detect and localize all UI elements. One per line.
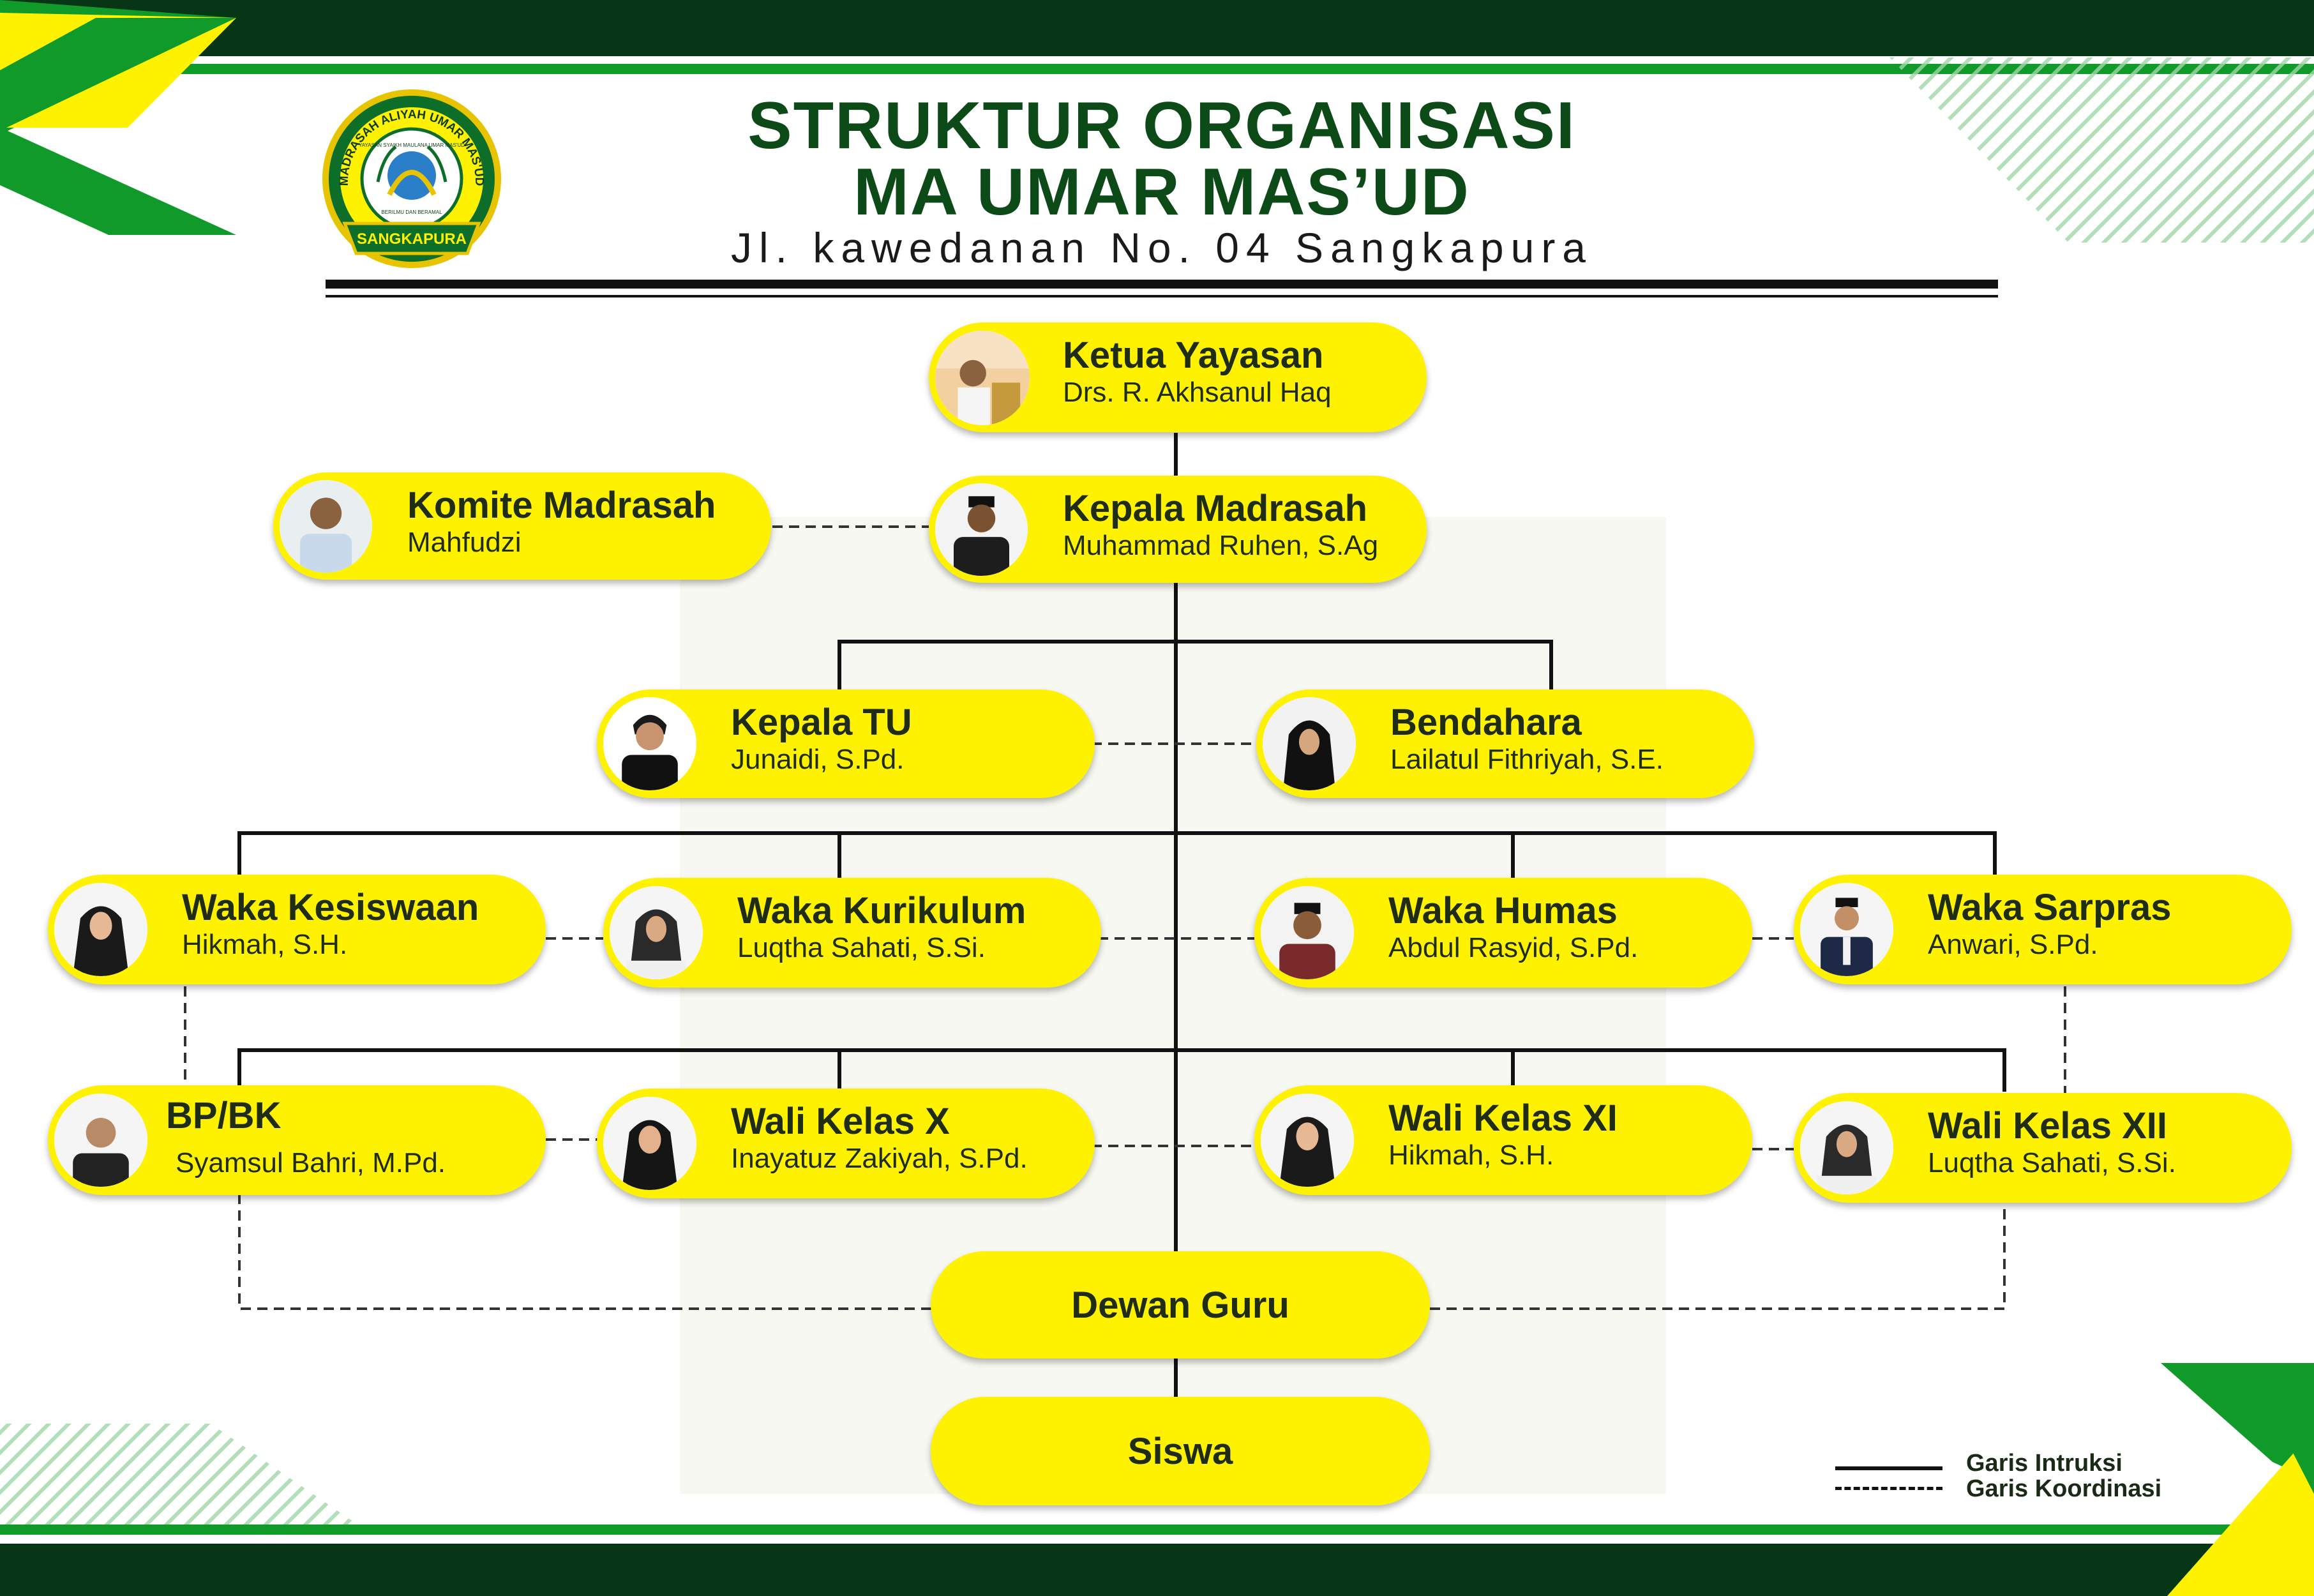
- legend-solid-label: Garis Intruksi: [1966, 1450, 2122, 1477]
- node-komite-madrasah: Komite Madrasah Mahfudzi: [273, 472, 771, 580]
- legend-solid-line: [1835, 1466, 1942, 1470]
- ketua-yayasan-role: Ketua Yayasan: [1063, 335, 1324, 376]
- waka-kurikulum-photo: [610, 886, 703, 979]
- bpbk-name: Syamsul Bahri, M.Pd.: [176, 1147, 446, 1178]
- wali-x-name: Inayatuz Zakiyah, S.Pd.: [731, 1143, 1028, 1174]
- logo-motto: BERILMU DAN BERAMAL: [381, 209, 442, 215]
- logo-inner-text: YAYASAN SYAIKH MAULANA UMAR MAS'UD: [359, 142, 465, 148]
- legend: Garis Intruksi Garis Koordinasi: [1832, 1446, 2190, 1510]
- komite-photo: [280, 480, 372, 573]
- node-waka-kurikulum: Waka Kurikulum Luqtha Sahati, S.Si.: [603, 878, 1101, 988]
- waka-sarpras-photo: [1800, 883, 1893, 976]
- waka-kesiswaan-role: Waka Kesiswaan: [182, 887, 479, 928]
- waka-humas-role: Waka Humas: [1388, 890, 1618, 931]
- node-wali-kelas-x: Wali Kelas X Inayatuz Zakiyah, S.Pd.: [597, 1088, 1095, 1198]
- kepala-madrasah-photo: [935, 483, 1028, 576]
- kepala-madrasah-name: Muhammad Ruhen, S.Ag: [1063, 530, 1379, 561]
- node-bendahara: Bendahara Lailatul Fithriyah, S.E.: [1256, 689, 1754, 798]
- waka-kurikulum-name: Luqtha Sahati, S.Si.: [737, 932, 986, 963]
- title-line-1: STRUKTUR ORGANISASI: [748, 89, 1576, 163]
- wali-xi-name: Hikmah, S.H.: [1388, 1140, 1554, 1171]
- ketua-yayasan-photo: [935, 331, 1030, 425]
- waka-kesiswaan-name: Hikmah, S.H.: [182, 929, 348, 960]
- waka-kurikulum-role: Waka Kurikulum: [737, 890, 1026, 931]
- wali-x-role: Wali Kelas X: [731, 1101, 950, 1142]
- address-subtitle: Jl. kawedanan No. 04 Sangkapura: [730, 224, 1593, 271]
- bpbk-role: BP/BK: [166, 1095, 282, 1136]
- ketua-yayasan-name: Drs. R. Akhsanul Haq: [1063, 377, 1332, 408]
- node-waka-sarpras: Waka Sarpras Anwari, S.Pd.: [1794, 875, 2292, 984]
- waka-sarpras-role: Waka Sarpras: [1928, 887, 2172, 928]
- kepala-tu-role: Kepala TU: [731, 702, 912, 743]
- kepala-tu-photo: [603, 697, 696, 790]
- node-kepala-tu: Kepala TU Junaidi, S.Pd.: [597, 689, 1095, 798]
- title-line-2: MA UMAR MAS’UD: [853, 155, 1470, 229]
- kepala-tu-name: Junaidi, S.Pd.: [731, 744, 905, 775]
- legend-dashed-label: Garis Koordinasi: [1966, 1475, 2162, 1502]
- wali-x-photo: [603, 1097, 696, 1190]
- wali-xii-name: Luqtha Sahati, S.Si.: [1928, 1147, 2176, 1178]
- node-ketua-yayasan: Ketua Yayasan Drs. R. Akhsanul Haq: [929, 322, 1427, 432]
- node-bpbk: BP/BK Syamsul Bahri, M.Pd.: [48, 1085, 546, 1195]
- waka-humas-name: Abdul Rasyid, S.Pd.: [1388, 932, 1639, 963]
- waka-humas-photo: [1261, 886, 1354, 979]
- waka-kesiswaan-photo: [54, 883, 147, 976]
- node-waka-kesiswaan: Waka Kesiswaan Hikmah, S.H.: [48, 875, 546, 984]
- komite-name: Mahfudzi: [407, 527, 522, 558]
- node-siswa: Siswa: [931, 1397, 1430, 1505]
- kepala-madrasah-role: Kepala Madrasah: [1063, 488, 1368, 529]
- page-title: STRUKTUR ORGANISASI MA UMAR MAS’UD: [638, 93, 1685, 225]
- bendahara-role: Bendahara: [1390, 702, 1582, 743]
- node-wali-kelas-xii: Wali Kelas XII Luqtha Sahati, S.Si.: [1794, 1093, 2292, 1203]
- komite-role: Komite Madrasah: [407, 485, 716, 526]
- legend-dashed-line: [1835, 1487, 1942, 1490]
- bpbk-photo: [54, 1094, 147, 1187]
- wali-xii-photo: [1800, 1101, 1893, 1194]
- node-kepala-madrasah: Kepala Madrasah Muhammad Ruhen, S.Ag: [929, 476, 1427, 583]
- wali-xii-role: Wali Kelas XII: [1928, 1105, 2167, 1147]
- waka-sarpras-name: Anwari, S.Pd.: [1928, 929, 2098, 960]
- school-logo: MADRASAH ALIYAH UMAR MAS'UD YAYASAN SYAI…: [322, 89, 501, 268]
- wali-xi-role: Wali Kelas XI: [1388, 1097, 1618, 1139]
- logo-ribbon-text: SANGKAPURA: [357, 230, 467, 248]
- node-wali-kelas-xi: Wali Kelas XI Hikmah, S.H.: [1254, 1085, 1752, 1195]
- node-waka-humas: Waka Humas Abdul Rasyid, S.Pd.: [1254, 878, 1752, 988]
- siswa-label: Siswa: [1127, 1430, 1233, 1472]
- node-dewan-guru: Dewan Guru: [931, 1251, 1430, 1359]
- wali-xi-photo: [1261, 1094, 1354, 1187]
- dewan-guru-label: Dewan Guru: [1071, 1284, 1289, 1326]
- bendahara-name: Lailatul Fithriyah, S.E.: [1390, 744, 1664, 775]
- bendahara-photo: [1263, 697, 1356, 790]
